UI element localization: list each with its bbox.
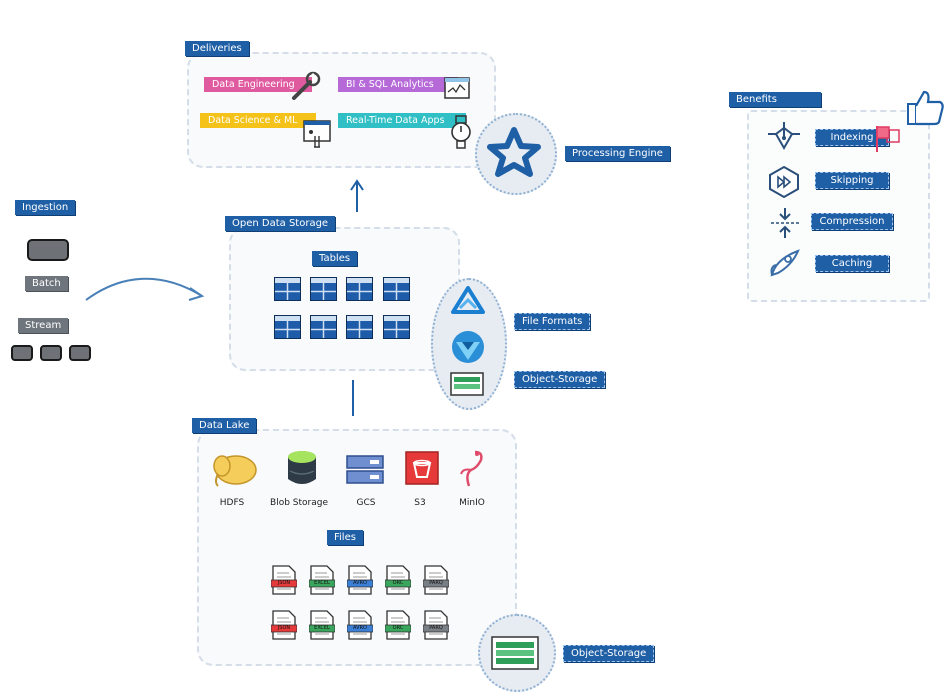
hdfs-elephant-icon — [213, 455, 257, 487]
stream-icon — [11, 345, 91, 361]
table-icon — [310, 315, 337, 339]
data-science-icon — [303, 120, 331, 148]
source-label-gcs: GCS — [356, 498, 376, 508]
tables-label: Tables — [312, 251, 358, 266]
object-storage-label-top: Object-Storage — [514, 371, 606, 388]
flag-icon — [876, 126, 900, 152]
ingestion-title: Ingestion — [15, 200, 76, 215]
benefit-indexing: Indexing — [815, 129, 889, 146]
stream-label: Stream — [18, 318, 69, 333]
benefit-skipping: Skipping — [815, 172, 889, 189]
data-lake-title: Data Lake — [192, 418, 257, 433]
files-label: Files — [327, 530, 363, 545]
delivery-bi-sql: BI & SQL Analytics — [338, 77, 458, 92]
engine-star-icon — [487, 127, 541, 177]
blob-storage-icon — [288, 451, 316, 484]
analytics-chart-icon — [444, 77, 470, 99]
compression-icon — [771, 208, 799, 238]
batch-icon — [27, 239, 69, 261]
file-type-label: AVRO — [353, 580, 367, 586]
benefits-title: Benefits — [729, 92, 821, 107]
deliveries-box — [187, 52, 496, 168]
table-icon — [310, 277, 337, 301]
file-type-label: ORC — [392, 580, 404, 586]
file-doc-icon: ORC — [384, 610, 412, 640]
benefit-caching: Caching — [815, 255, 889, 272]
minio-flamingo-icon — [460, 450, 483, 487]
file-formats-label: File Formats — [514, 313, 591, 330]
table-icon — [274, 277, 301, 301]
table-icon — [274, 315, 301, 339]
wrench-icon — [292, 71, 321, 100]
open-storage-box — [229, 227, 460, 371]
delta-lake-icon — [451, 286, 485, 314]
benefit-compression: Compression — [811, 213, 893, 230]
delivery-data-science: Data Science & ML — [200, 113, 316, 128]
source-label-s3: S3 — [414, 498, 426, 508]
file-type-label: EXCEL — [314, 580, 330, 586]
file-doc-icon: JSON — [270, 565, 298, 595]
file-doc-icon: EXCEL — [308, 610, 336, 640]
thumbs-up-icon — [907, 90, 944, 126]
batch-label: Batch — [25, 276, 68, 291]
table-icon — [346, 277, 373, 301]
file-type-label: PARQ — [429, 625, 443, 631]
file-type-label: PARQ — [429, 580, 443, 586]
processing-engine-circle — [475, 113, 557, 195]
lake-object-storage-icon — [491, 636, 539, 670]
object-storage-small-icon — [450, 372, 484, 396]
iceberg-icon — [452, 331, 484, 363]
file-type-label: ORC — [392, 625, 404, 631]
file-doc-icon: PARQ — [422, 565, 450, 595]
file-type-label: AVRO — [353, 625, 367, 631]
processing-engine-label: Processing Engine — [565, 146, 670, 161]
delivery-data-engineering: Data Engineering — [204, 77, 312, 92]
gcs-icon — [346, 455, 384, 484]
file-type-label: JSON — [277, 625, 291, 631]
indexing-pen-icon — [768, 122, 800, 151]
source-label-hdfs: HDFS — [219, 498, 245, 508]
file-doc-icon: EXCEL — [308, 565, 336, 595]
deliveries-title: Deliveries — [185, 41, 249, 56]
file-doc-icon: PARQ — [422, 610, 450, 640]
object-storage-label-bottom: Object-Storage — [563, 645, 655, 662]
file-doc-icon: AVRO — [346, 565, 374, 595]
skipping-icon — [769, 165, 799, 199]
ingestion-arrow — [85, 277, 203, 301]
file-type-label: JSON — [277, 580, 291, 586]
table-icon — [383, 315, 410, 339]
file-doc-icon: ORC — [384, 565, 412, 595]
source-label-blob: Blob Storage — [270, 498, 328, 508]
table-icon — [346, 315, 373, 339]
file-type-label: EXCEL — [314, 625, 330, 631]
caching-rocket-icon — [770, 249, 800, 277]
file-doc-icon: AVRO — [346, 610, 374, 640]
delivery-realtime: Real-Time Data Apps — [338, 113, 466, 128]
file-doc-icon: JSON — [270, 610, 298, 640]
stopwatch-icon — [451, 115, 471, 149]
table-icon — [383, 277, 410, 301]
s3-bucket-icon — [405, 451, 439, 485]
source-label-minio: MinIO — [459, 498, 485, 508]
open-storage-title: Open Data Storage — [225, 216, 336, 231]
